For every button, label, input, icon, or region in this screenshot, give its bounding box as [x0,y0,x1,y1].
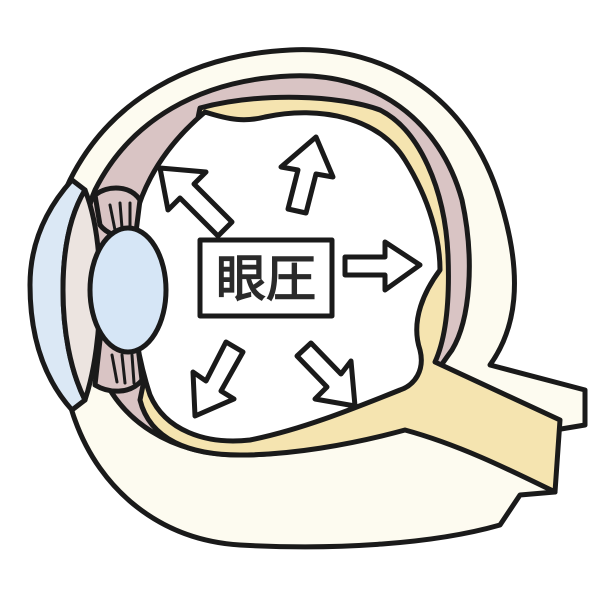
eye-pressure-label: 眼圧 [216,250,316,308]
arrow-up [278,134,336,216]
arrow-down-right [294,340,358,409]
ciliary-zonules [108,201,136,385]
label-box [197,237,335,319]
arrow-right [342,239,423,293]
arrow-up-left [157,165,235,239]
lens [87,225,169,355]
arrow-down-left [190,339,246,419]
